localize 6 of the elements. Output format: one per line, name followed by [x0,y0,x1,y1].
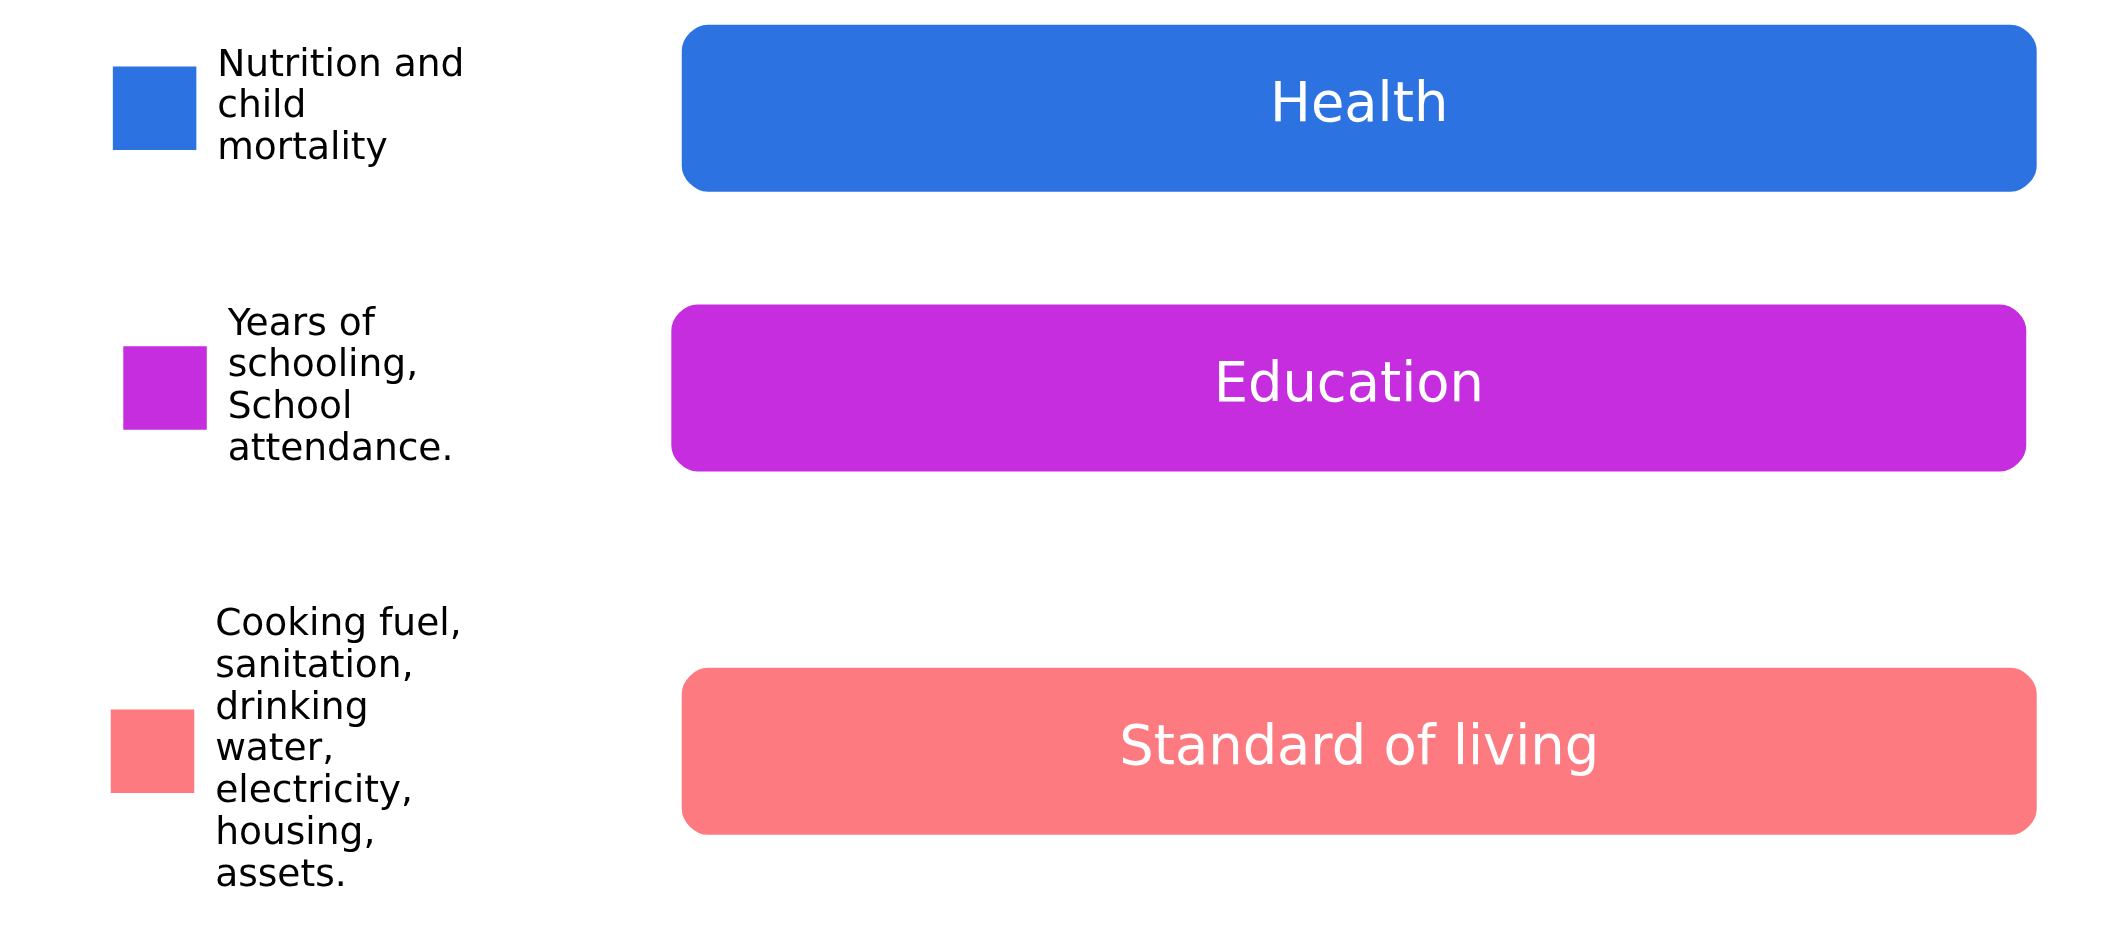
node-box: Standard of living [681,667,2037,835]
node-box: Health [681,24,2037,192]
legend-label: Years of schooling, School attendance. [227,299,454,469]
node-box: Education [671,304,2027,472]
legend-label: Cooking fuel, sanitation, drinking water, electricity, housing, assets. [215,600,462,895]
legend-label: Nutrition and child mortality [217,40,465,169]
